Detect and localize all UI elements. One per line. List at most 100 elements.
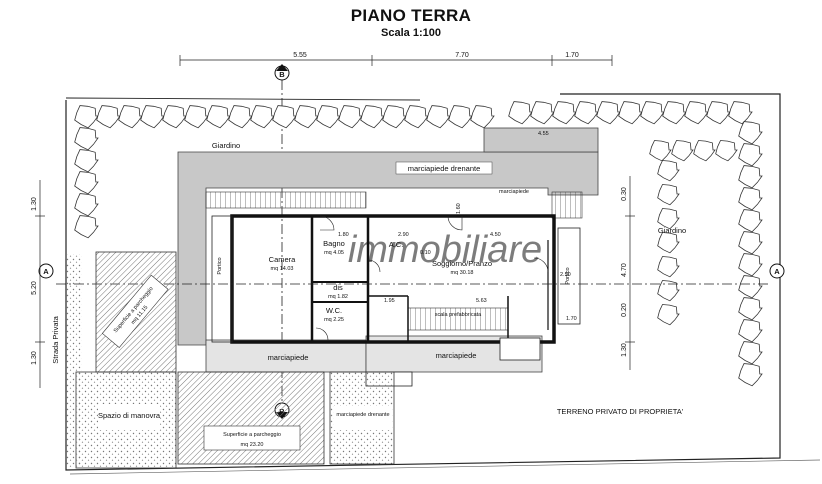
tree-icon (74, 193, 99, 217)
portico-west (211, 215, 233, 343)
tree-icon (294, 105, 319, 129)
tree-icon (74, 171, 99, 195)
room-bagno-name: Bagno (323, 239, 345, 248)
left-dimension-line: 1.30 5.20 1.30 (31, 180, 45, 388)
dim-195: 1.95 (384, 298, 395, 304)
dim-455: 4.55 (538, 131, 549, 137)
tree-icon (657, 304, 680, 326)
tree-icon (657, 208, 680, 230)
private-road (66, 254, 82, 468)
tree-icon (552, 101, 577, 125)
tree-icon (728, 101, 753, 125)
tree-icon (118, 105, 143, 129)
tree-icon (684, 101, 709, 125)
tree-icon (738, 341, 763, 365)
tree-icon (657, 160, 680, 182)
door-swings (315, 215, 549, 341)
tree-icon (530, 101, 555, 125)
room-wc-name: W.C. (326, 306, 342, 315)
dim-180: 1.80 (338, 232, 349, 238)
dim-right-4: 1.30 (621, 343, 628, 357)
room-bagno-area: mq 4.05 (324, 250, 344, 256)
tree-icon (738, 363, 763, 387)
walkway-south-label: marciapiede (268, 353, 309, 362)
tree-icon (706, 101, 731, 125)
tree-icon (738, 165, 763, 189)
tree-icon (382, 105, 407, 129)
dim-left-2: 5.20 (31, 281, 38, 295)
dim-563: 5.63 (476, 298, 487, 304)
tree-icon (596, 101, 621, 125)
tree-icon (74, 149, 99, 173)
dim-top-1: 5.55 (293, 52, 307, 59)
manoeuvre-label: Spazio di manovra (98, 411, 161, 420)
tree-icon (162, 105, 187, 129)
dim-250: 2.50 (560, 272, 571, 278)
tree-icon (738, 121, 763, 145)
tree-icon (272, 105, 297, 129)
private-road-label: Strada Privata (51, 315, 60, 363)
walkway-southeast-label: marciapiede (436, 351, 477, 360)
tree-icon (404, 105, 429, 129)
stair-ne (551, 191, 583, 219)
tree-icon (74, 215, 99, 239)
tree-hedge (74, 101, 763, 387)
room-wc-area: mq 2.25 (324, 317, 344, 323)
tree-icon (738, 297, 763, 321)
watermark: immobiliare (348, 229, 542, 271)
garden-east-label: Giardino (658, 226, 686, 235)
dim-right-3: 0.20 (621, 303, 628, 317)
portico-west-label: Portico (217, 257, 223, 274)
private-land-label: TERRENO PRIVATO DI PROPRIETA' (557, 407, 684, 416)
dim-top-3: 1.70 (565, 52, 579, 59)
stair-prefab-label: scala prefabbricata (435, 312, 482, 318)
tree-icon (74, 105, 99, 129)
tree-icon (715, 140, 738, 162)
room-soggiorno-name: Soggiorno/Pranzo (432, 259, 492, 268)
dim-top-2: 7.70 (455, 52, 469, 59)
tree-icon (738, 319, 763, 343)
tree-icon (657, 280, 680, 302)
tree-icon (74, 127, 99, 151)
tree-icon (250, 105, 275, 129)
tree-icon (738, 187, 763, 211)
section-b-top: B (279, 70, 285, 79)
dim-160: 1.60 (456, 203, 462, 214)
tree-icon (649, 140, 672, 162)
tree-icon (657, 232, 680, 254)
dim-170: 1.70 (566, 316, 577, 322)
dim-290: 2.90 (398, 232, 409, 238)
section-line-a: A A (38, 263, 785, 285)
tree-icon (693, 140, 716, 162)
tree-icon (738, 275, 763, 299)
plan-title: PIANO TERRA (350, 6, 472, 25)
drainage-walkway-north-label: marciapiede drenante (408, 164, 481, 173)
section-a-left: A (43, 267, 49, 276)
tree-icon (662, 101, 687, 125)
dim-right-1: 0.30 (621, 187, 628, 201)
dim-450: 4.50 (490, 232, 501, 238)
walkway-north-label: marciapiede (499, 189, 529, 195)
tree-icon (228, 105, 253, 129)
stair-north (205, 191, 367, 209)
tree-icon (206, 105, 231, 129)
tree-icon (184, 105, 209, 129)
room-dis-name: dis (333, 283, 343, 292)
dim-left-3: 1.30 (31, 351, 38, 365)
tree-icon (338, 105, 363, 129)
tree-icon (316, 105, 341, 129)
paved-band (177, 151, 599, 346)
room-dis-area: mq 1.82 (328, 294, 348, 300)
tree-icon (738, 209, 763, 233)
garden-north-label: Giardino (212, 141, 240, 150)
paved-band-ne (483, 127, 599, 153)
tree-icon (574, 101, 599, 125)
room-camera-name: Camera (269, 255, 297, 264)
dim-right-2: 4.70 (621, 263, 628, 277)
dim-010: 0.10 (420, 250, 431, 256)
drainage-walkway-south-label: marciapiede drenante (336, 412, 389, 418)
tree-icon (738, 143, 763, 167)
section-a-right: A (774, 267, 780, 276)
tree-icon (640, 101, 665, 125)
